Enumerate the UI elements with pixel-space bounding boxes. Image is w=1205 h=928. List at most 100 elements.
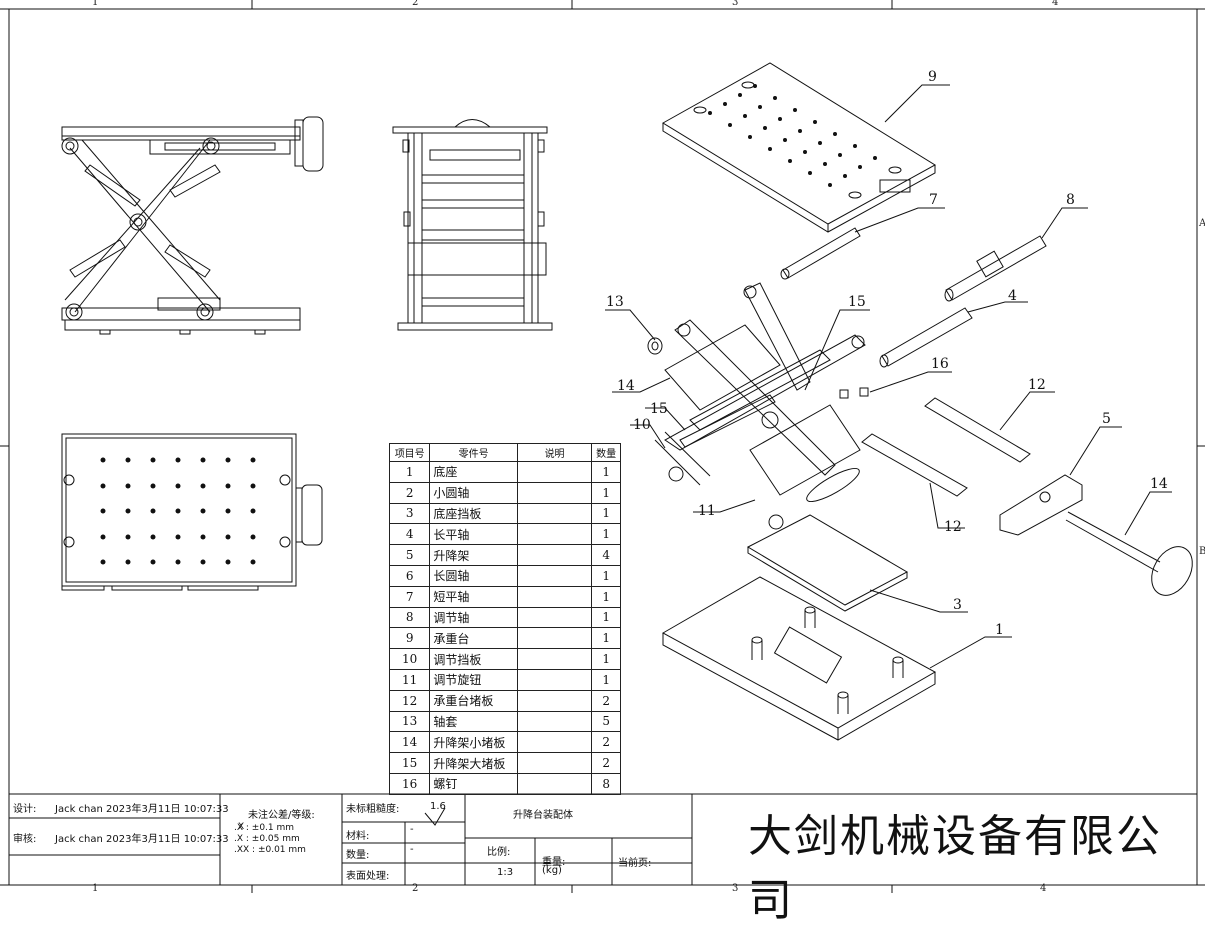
callout-3: 3: [953, 597, 962, 613]
bom-header-row: 项目号 零件号 说明 数量: [388, 443, 621, 462]
tolerance-x-label: X: [238, 822, 245, 832]
callout-12: 12: [1028, 377, 1046, 393]
bom-cell-note: [516, 544, 593, 566]
zone-label-top-2: 2: [412, 0, 419, 8]
bom-cell-no: 8: [388, 606, 431, 629]
bom-cell-note: [516, 710, 593, 733]
bom-cell-no: 15: [388, 752, 431, 774]
bom-cell-qty: 2: [591, 731, 621, 754]
bom-cell-note: [516, 627, 593, 650]
bom-cell-qty: 1: [591, 502, 621, 525]
bom-cell-no: 6: [388, 564, 431, 587]
callout-11: 11: [698, 503, 716, 519]
front-view: [61, 116, 324, 335]
bom-cell-note: [516, 564, 593, 587]
material-label: 材料:: [346, 831, 370, 842]
bom-cell-qty: 1: [591, 627, 621, 650]
bom-cell-qty: 1: [591, 481, 621, 504]
bom-cell-qty: 1: [591, 523, 621, 546]
bom-cell-note: [516, 772, 593, 795]
bom-cell-no: 3: [388, 502, 431, 525]
drawing-title: 升降台装配体: [513, 810, 573, 821]
bom-cell-qty: 1: [591, 648, 621, 670]
roughness-label: 未标粗糙度:: [346, 804, 400, 815]
bom-cell-note: [516, 481, 593, 504]
callout-4: 4: [1008, 288, 1017, 304]
bom-cell-qty: 1: [591, 461, 621, 483]
bom-cell-qty: 8: [591, 772, 621, 795]
bom-cell-name: 底座: [429, 461, 518, 483]
zone-label-bottom-4: 4: [1040, 883, 1047, 894]
bom-cell-name: 小圆轴: [429, 481, 518, 504]
callout-9: 9: [928, 69, 937, 85]
roughness-value: 1.6: [430, 801, 446, 812]
quantity-label: 数量:: [346, 850, 370, 861]
bom-header-part: 零件号: [429, 443, 518, 462]
bom-cell-note: [516, 523, 593, 546]
callout-1: 1: [995, 622, 1004, 638]
bom-cell-note: [516, 668, 593, 691]
callout-12: 12: [944, 519, 962, 535]
bom-cell-note: [516, 752, 593, 774]
zone-label-bottom-1: 1: [92, 883, 99, 894]
bom-cell-note: [516, 689, 593, 712]
bom-cell-name: 升降架小堵板: [429, 731, 518, 754]
scale-label: 比例:: [487, 847, 511, 858]
bom-cell-qty: 5: [591, 710, 621, 733]
bom-cell-name: 螺钉: [429, 772, 518, 795]
bom-cell-name: 调节挡板: [429, 648, 518, 670]
bom-cell-name: 长平轴: [429, 523, 518, 546]
side-view: [392, 119, 553, 331]
company-name: 大剑机械设备有限公司: [748, 811, 1162, 926]
zone-label-top-1: 1: [92, 0, 99, 8]
review-value: Jack chan 2023年3月11日 10:07:33: [55, 834, 229, 845]
bom-cell-name: 承重台堵板: [429, 689, 518, 712]
weight-label: 重量:: [542, 857, 566, 868]
callout-8: 8: [1066, 192, 1075, 208]
bom-cell-note: [516, 648, 593, 670]
bom-cell-no: 2: [388, 481, 431, 504]
scale-value: 1:3: [497, 867, 514, 878]
callout-15: 15: [650, 401, 668, 417]
top-view: [61, 433, 323, 591]
bom-cell-qty: 1: [591, 564, 621, 587]
zone-label-bottom-2: 2: [412, 883, 419, 894]
bom-cell-note: [516, 606, 593, 629]
design-label: 设计:: [13, 804, 37, 815]
callout-16: 16: [931, 356, 949, 372]
bom-cell-name: 升降架大堵板: [429, 752, 518, 774]
bom-cell-no: 10: [388, 648, 431, 670]
bom-cell-qty: 2: [591, 752, 621, 774]
bom-cell-no: 9: [388, 627, 431, 650]
bom-cell-name: 调节轴: [429, 606, 518, 629]
top-view-holes: [100, 457, 256, 565]
bom-cell-no: 13: [388, 710, 431, 733]
bom-cell-name: 调节旋钮: [429, 668, 518, 691]
bom-cell-no: 1: [388, 461, 431, 483]
callout-13: 13: [606, 294, 624, 310]
exploded-view: [647, 62, 1193, 741]
bom-cell-note: [516, 585, 593, 608]
zone-label-top-4: 4: [1052, 0, 1059, 8]
tolerance-xx: .X : ±0.05 mm: [234, 834, 300, 844]
bom-cell-no: 16: [388, 772, 431, 795]
callout-7: 7: [929, 192, 938, 208]
zone-label-bottom-3: 3: [732, 883, 739, 894]
bom-cell-no: 11: [388, 668, 431, 691]
bom-cell-no: 5: [388, 544, 431, 566]
tolerance-xxx: .XX : ±0.01 mm: [234, 845, 306, 855]
bom-cell-qty: 2: [591, 689, 621, 712]
zone-label-right-b: B: [1199, 546, 1205, 557]
tolerance-x: .X : ±0.1 mm: [234, 823, 295, 833]
bom-cell-qty: 4: [591, 544, 621, 566]
